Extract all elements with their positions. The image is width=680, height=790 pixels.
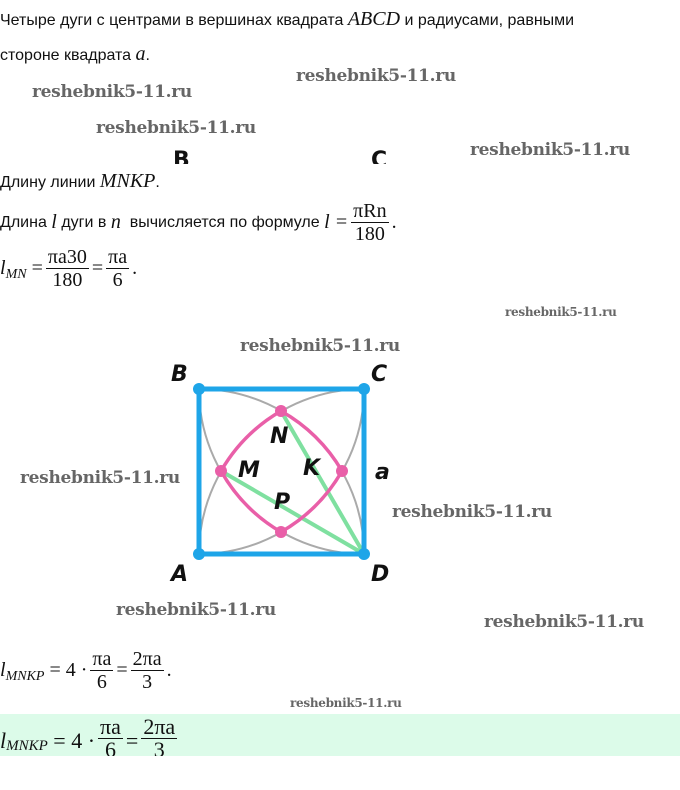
subscript: MNKP — [6, 738, 48, 754]
find-text: Длину линии — [0, 174, 96, 191]
numerator: 2πa — [141, 716, 178, 739]
numerator: πa — [106, 246, 130, 269]
formula-line: Длина l дуги в n вычисляется по формуле … — [0, 200, 397, 245]
numerator: πa — [90, 648, 114, 671]
denominator: 3 — [142, 671, 153, 693]
segment-dn — [279, 409, 366, 556]
watermark: reshebnik5-11.ru — [240, 336, 400, 356]
label-n: N — [270, 424, 289, 449]
watermark: reshebnik5-11.ru — [296, 66, 456, 86]
watermark: reshebnik5-11.ru — [96, 118, 256, 138]
point-p — [275, 526, 287, 538]
subscript: MN — [5, 267, 27, 282]
watermark: reshebnik5-11.ru — [505, 305, 617, 319]
equals: = 4 · — [53, 728, 96, 753]
cropped-label-b: B — [173, 148, 190, 164]
cropped-label-c: C — [371, 148, 388, 164]
equals: = — [31, 257, 43, 279]
watermark: reshebnik5-11.ru — [392, 502, 552, 522]
watermark: reshebnik5-11.ru — [32, 82, 192, 102]
period: . — [166, 659, 172, 681]
label-side-a: a — [375, 460, 390, 485]
point-k — [336, 465, 348, 477]
label-m: M — [238, 458, 260, 483]
label-k: K — [303, 456, 321, 481]
math-n: n — [110, 211, 121, 233]
watermark: reshebnik5-11.ru — [290, 696, 402, 710]
label-b: B — [171, 362, 188, 387]
denominator: 180 — [52, 269, 83, 291]
denominator: 180 — [354, 223, 385, 245]
intro-text-2: и радиусами, равными — [404, 12, 575, 29]
intro-line-2: стороне квадрата a. — [0, 43, 150, 66]
equals: = 4 · — [49, 659, 88, 681]
numerator: πa — [98, 716, 123, 739]
equals: = — [116, 659, 128, 681]
period: . — [132, 257, 138, 279]
math-mnkp: MNKP — [99, 170, 156, 192]
curve-points — [215, 405, 348, 538]
math-l: l — [0, 659, 6, 681]
cropped-figure-2: C — [368, 148, 398, 164]
numerator: πRn — [351, 200, 389, 223]
point-a — [193, 548, 205, 560]
point-c — [358, 383, 370, 395]
watermark: reshebnik5-11.ru — [470, 140, 630, 160]
point-d — [358, 548, 370, 560]
square-abcd — [196, 386, 367, 557]
intro-text-3: стороне квадрата — [0, 47, 132, 64]
period: . — [155, 174, 160, 191]
intro-line-1: Четыре дуги с центрами в вершинах квадра… — [0, 8, 574, 31]
denominator: 3 — [153, 737, 165, 757]
equals: = — [125, 728, 139, 753]
numerator: πa30 — [45, 246, 89, 269]
find-line: Длину линии MNKP. — [0, 170, 160, 193]
label-p: P — [274, 490, 291, 515]
subscript: MNKP — [5, 669, 45, 684]
period: . — [391, 211, 397, 233]
math-l: l — [0, 728, 7, 753]
point-m — [215, 465, 227, 477]
denominator: 6 — [104, 737, 116, 757]
watermark: reshebnik5-11.ru — [484, 612, 644, 632]
math-abcd: ABCD — [347, 8, 401, 30]
numerator: 2πa — [130, 648, 164, 671]
segment-dm — [219, 469, 366, 556]
equals: = — [91, 257, 104, 279]
text: Длина — [0, 213, 47, 231]
denominator: 6 — [96, 671, 107, 693]
text: вычисляется по формуле — [129, 213, 320, 231]
watermark: reshebnik5-11.ru — [116, 600, 276, 620]
point-b — [193, 383, 205, 395]
point-n — [275, 405, 287, 417]
vertex-points — [193, 383, 370, 560]
label-a: A — [171, 562, 189, 587]
math-l: l — [51, 211, 57, 233]
text: дуги в — [61, 213, 107, 231]
watermark: reshebnik5-11.ru — [20, 468, 180, 488]
math-lhs: l = — [324, 211, 349, 233]
math-l: l — [0, 257, 6, 279]
intro-text: Четыре дуги с центрами в вершинах квадра… — [0, 12, 344, 29]
cropped-figure: B — [170, 148, 200, 164]
period: . — [145, 47, 150, 64]
denominator: 6 — [112, 269, 123, 291]
label-d: D — [371, 562, 390, 587]
math-a: a — [135, 43, 146, 65]
label-c: C — [371, 362, 388, 387]
